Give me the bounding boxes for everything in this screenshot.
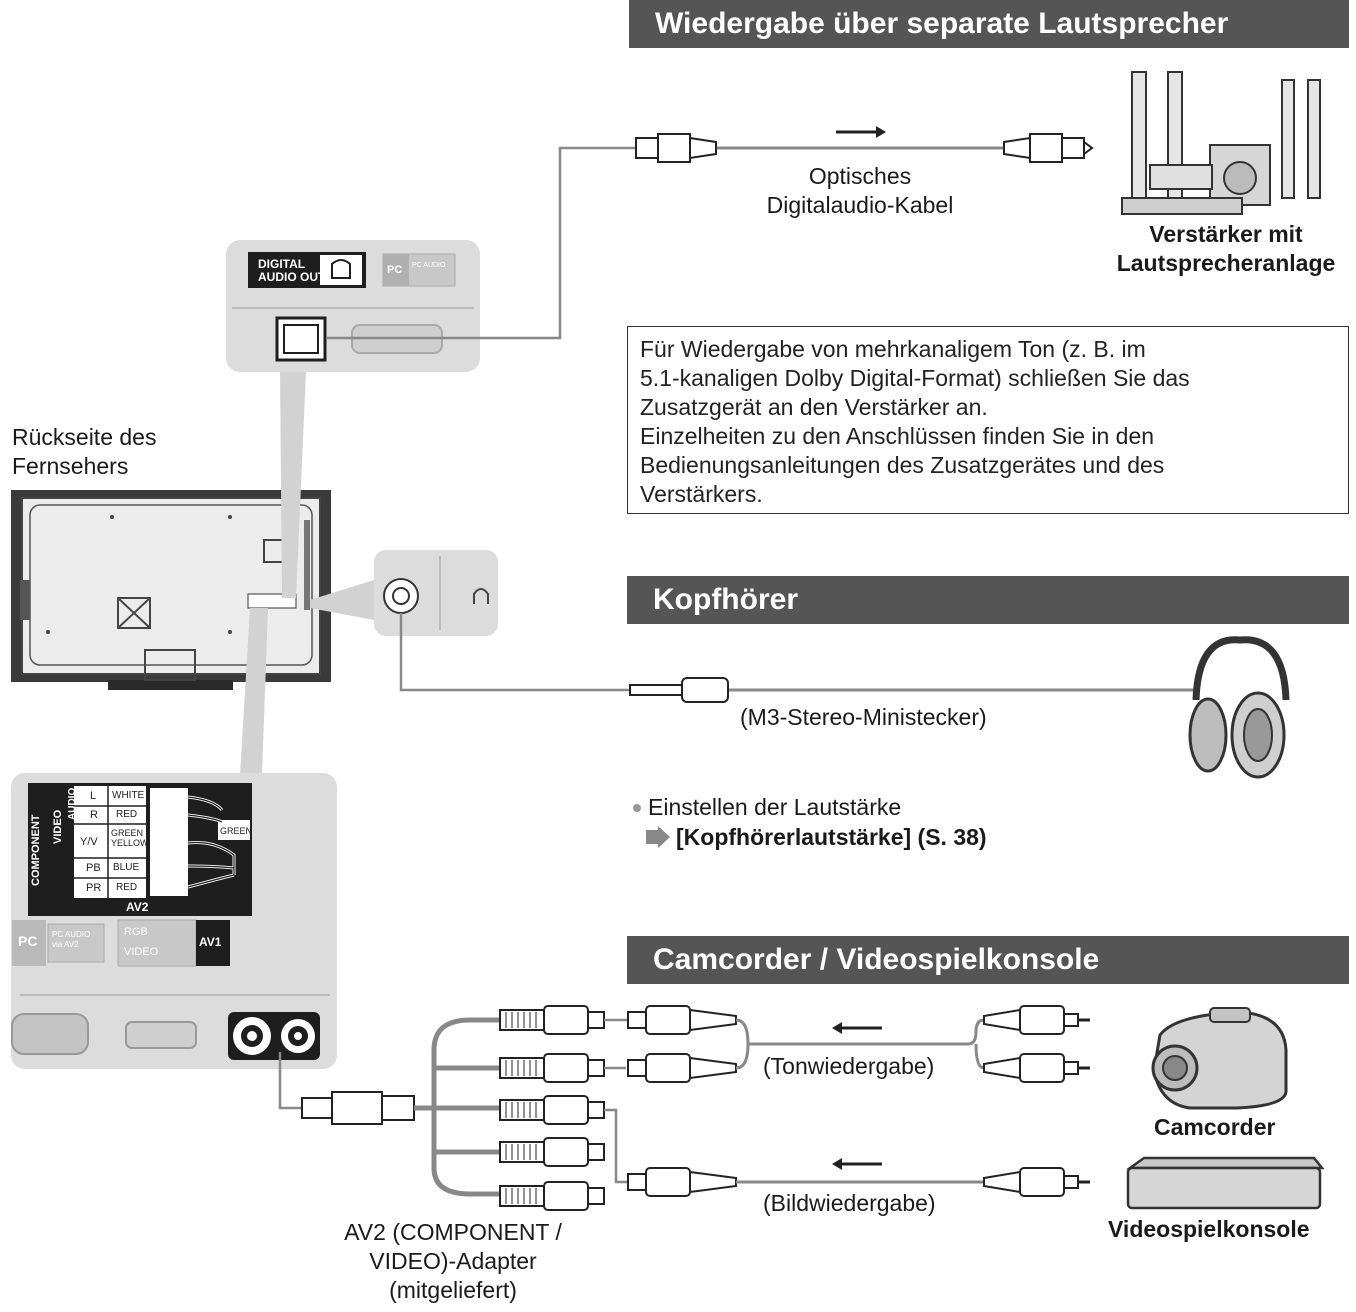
- info-line6: Verstärkers.: [640, 481, 763, 507]
- av1-label: AV1: [199, 935, 222, 949]
- green-label: GREEN: [220, 826, 253, 836]
- white-label: WHITE: [112, 790, 145, 801]
- av2-label: AV2: [126, 900, 149, 914]
- headphone-cable: [399, 613, 1196, 703]
- tv-back-line1: Rückseite des: [12, 424, 157, 450]
- video-label: VIDEO: [52, 809, 64, 844]
- tv-back-line2: Fernsehers: [12, 453, 129, 479]
- tv-back-illustration: [11, 490, 331, 690]
- yv-label: Y/V: [80, 836, 98, 848]
- game-console-illustration: [1126, 1156, 1325, 1210]
- camcorder-illustration: [1151, 1007, 1288, 1110]
- optical-cable: [326, 126, 1094, 340]
- optical-line2: Digitalaudio-Kabel: [766, 192, 954, 218]
- digital-audio-label: DIGITAL AUDIO OUT: [258, 258, 325, 284]
- audio-out-label: AUDIO OUT: [258, 270, 326, 284]
- red2-label: RED: [116, 882, 138, 893]
- optical-cable-label: Optisches Digitalaudio-Kabel: [740, 162, 980, 220]
- red-label: RED: [116, 809, 138, 820]
- multichannel-info-box: Für Wiedergabe von mehrkanaligem Ton (z.…: [627, 326, 1349, 514]
- amplifier-label: Verstärker mit Lautsprecheranlage: [1096, 220, 1356, 278]
- blue-label: BLUE: [113, 862, 140, 873]
- adapter-label: AV2 (COMPONENT / VIDEO)-Adapter (mitgeli…: [322, 1218, 584, 1305]
- volume-hint: Einstellen der Lautstärke: [648, 794, 902, 820]
- l-label: L: [90, 790, 97, 802]
- av-adapter-cables: [278, 1005, 1090, 1211]
- tv-back-label: Rückseite des Fernsehers: [12, 423, 156, 481]
- pc-label-bottom: PC: [18, 933, 38, 949]
- videospielkonsole-label: Videospielkonsole: [1108, 1216, 1310, 1242]
- adapter-line1: AV2 (COMPONENT /: [344, 1219, 562, 1245]
- headphones-illustration: [1188, 636, 1290, 779]
- r-label: R: [90, 809, 98, 821]
- pc-audio-label-top: PC AUDIO: [412, 262, 446, 269]
- video2-label: VIDEO: [124, 946, 159, 958]
- digital-label: DIGITAL: [258, 257, 306, 271]
- optical-line1: Optisches: [808, 163, 912, 189]
- pb-label: PB: [86, 862, 101, 874]
- pr-label: PR: [86, 882, 102, 894]
- info-line4: Einzelheiten zu den Anschlüssen finden S…: [640, 423, 1155, 449]
- amp-line1: Verstärker mit: [1149, 221, 1303, 247]
- amp-line2: Lautsprecheranlage: [1116, 250, 1336, 276]
- adapter-line2: VIDEO)-Adapter: [369, 1248, 537, 1274]
- av-connector-panel: [11, 773, 337, 1069]
- info-line2: 5.1-kanaligen Dolby Digital-Format) schl…: [640, 365, 1190, 391]
- rgb-label: RGB: [124, 926, 148, 938]
- volume-reference: [Kopfhörerlautstärke] (S. 38): [676, 824, 987, 850]
- adapter-line3: (mitgeliefert): [389, 1277, 517, 1303]
- header-separate-speakers: Wiedergabe über separate Lautsprecher: [629, 0, 1349, 48]
- green-yellow-label: GREEN YELLOW: [111, 828, 149, 848]
- tonwiedergabe-label: (Tonwiedergabe): [763, 1053, 935, 1079]
- info-line3: Zusatzgerät an den Verstärker an.: [640, 394, 988, 420]
- audio-label: AUDIO: [67, 787, 78, 820]
- headphone-jack-panel: [374, 550, 498, 636]
- info-line5: Bedienungsanleitungen des Zusatzgerätes …: [640, 452, 1165, 478]
- header-headphones: Kopfhörer: [627, 576, 1349, 624]
- header-camcorder-console: Camcorder / Videospielkonsole: [627, 936, 1349, 984]
- bildwiedergabe-label: (Bildwiedergabe): [763, 1190, 936, 1216]
- camcorder-label: Camcorder: [1154, 1114, 1276, 1140]
- speaker-system-illustration: [1121, 71, 1321, 215]
- pc-label-top: PC: [387, 264, 403, 276]
- component-label: COMPONENT: [30, 814, 42, 887]
- ministecker-label: (M3-Stereo-Ministecker): [740, 704, 987, 730]
- pc-audio-av2-label: PC AUDIO via AV2: [52, 930, 91, 949]
- info-line1: Für Wiedergabe von mehrkanaligem Ton (z.…: [640, 336, 1146, 362]
